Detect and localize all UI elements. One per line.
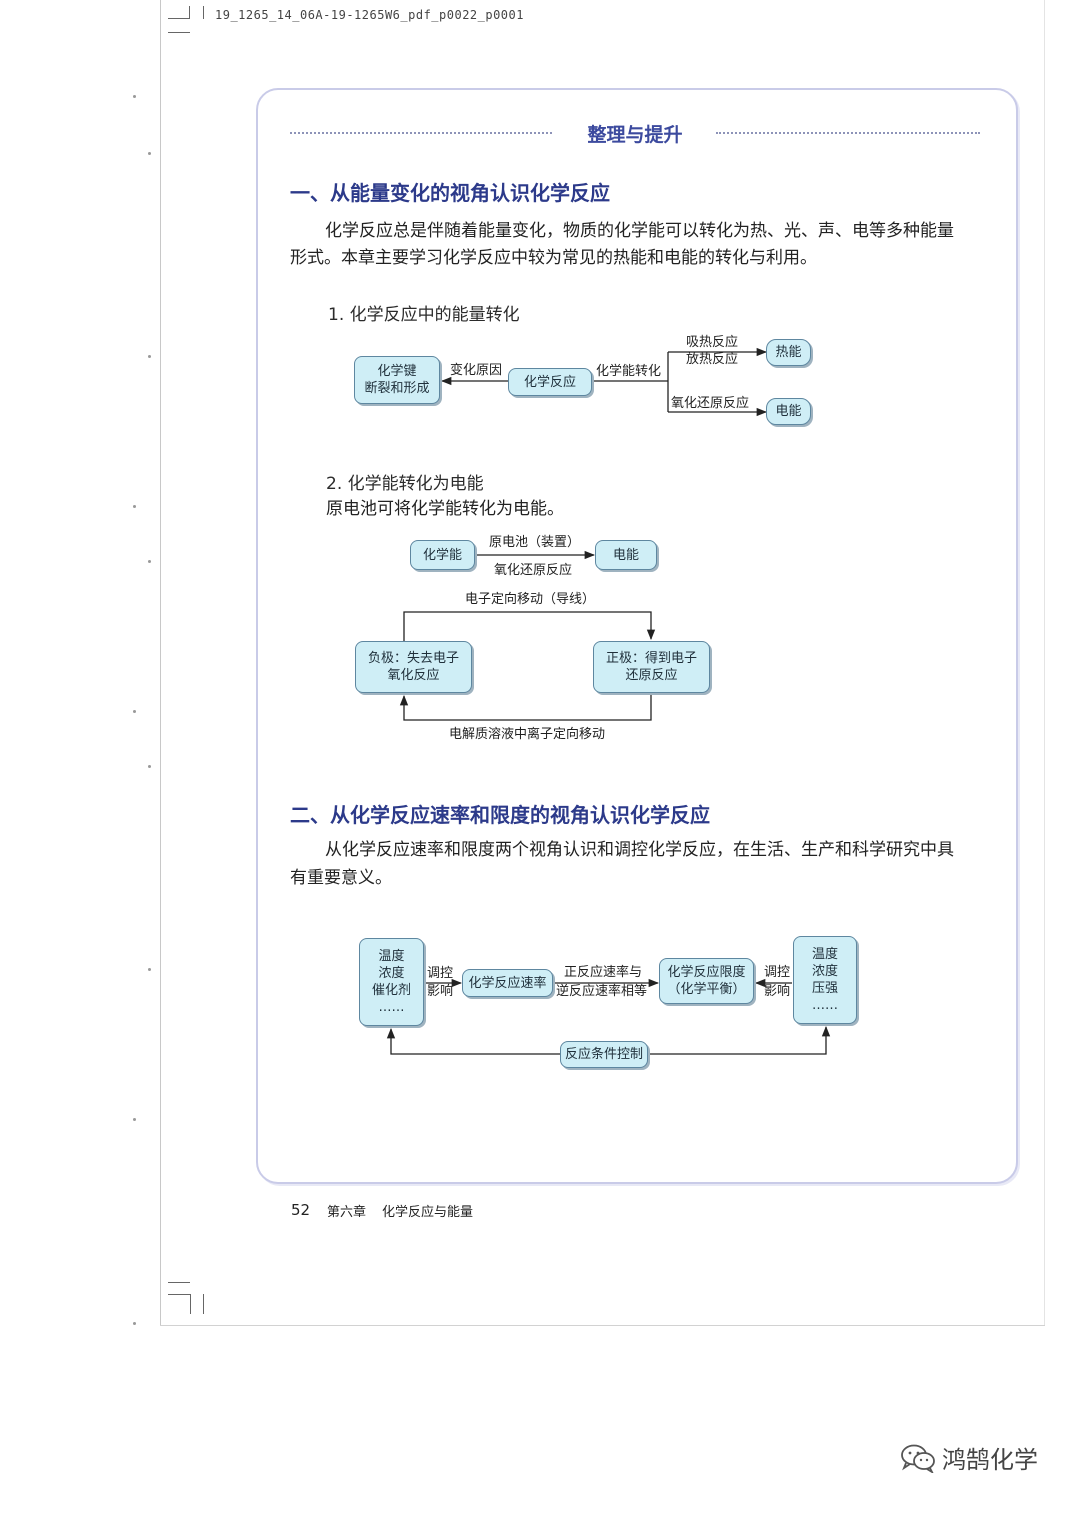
crop-mark-bottom-2 <box>168 1294 190 1295</box>
node-electric-energy-label: 电能 <box>775 404 802 419</box>
label-left-influence: 影响 <box>427 984 454 999</box>
node-positive-line2: 还原反应 <box>625 668 678 683</box>
watermark-text: 鸿鹄化学 <box>942 1446 1038 1474</box>
crop-mark-bottom-4 <box>203 1294 204 1314</box>
label-redox-reaction: 氧化还原反应 <box>494 563 573 578</box>
left-factor-ellipsis: …… <box>378 1000 405 1015</box>
banner-dotted-rule-right <box>716 132 980 134</box>
section-banner-title: 整理与提升 <box>587 124 683 146</box>
node-chemical-reaction-label: 化学反应 <box>523 374 576 390</box>
footer-chapter-title: 化学反应与能量 <box>382 1205 474 1220</box>
right-factor-pressure: 压强 <box>811 981 838 996</box>
page-edge-left <box>160 0 161 1326</box>
section2-heading: 二、从化学反应速率和限度的视角认识化学反应 <box>290 803 710 827</box>
section1-heading: 一、从能量变化的视角认识化学反应 <box>290 181 610 205</box>
page-number: 52 <box>291 1201 311 1219</box>
node-bond-breaking-forming: 化学键 断裂和形成 <box>354 356 440 404</box>
margin-dot <box>133 710 136 713</box>
label-exothermic: 放热反应 <box>686 352 739 367</box>
page-edge-right <box>1044 0 1045 1326</box>
label-galvanic-cell-device: 原电池（装置） <box>489 535 581 550</box>
margin-dot <box>133 1118 136 1121</box>
crop-mark-bottom-3 <box>190 1294 191 1314</box>
node-chemical-reaction: 化学反应 <box>508 368 592 396</box>
crop-mark-top-2 <box>189 6 190 19</box>
node-positive-electrode: 正极：得到电子 还原反应 <box>593 641 710 693</box>
node-electric-energy-2: 电能 <box>595 540 657 570</box>
margin-dot <box>133 505 136 508</box>
crop-mark-top-1 <box>168 18 190 19</box>
node-reaction-limit-line1: 化学反应限度 <box>667 965 746 980</box>
label-ion-directed-movement: 电解质溶液中离子定向移动 <box>449 727 606 742</box>
section1-paragraph-line1: 化学反应总是伴随着能量变化，物质的化学能可以转化为热、光、声、电等多种能量 <box>325 221 954 241</box>
node-electric-energy-2-label: 电能 <box>612 547 639 563</box>
label-reverse-rate-equal: 逆反应速率相等 <box>556 984 648 999</box>
subsection2-heading: 2. 化学能转化为电能 <box>326 474 484 494</box>
banner-dotted-rule-left <box>290 132 552 134</box>
margin-dot <box>148 968 151 971</box>
page-edge-bottom <box>160 1325 1045 1326</box>
node-condition-control: 反应条件控制 <box>560 1041 648 1068</box>
margin-dot <box>133 1322 136 1325</box>
margin-dot <box>148 560 151 563</box>
left-factor-catalyst: 催化剂 <box>371 983 411 998</box>
right-factor-ellipsis: …… <box>812 998 838 1013</box>
node-negative-line2: 氧化反应 <box>387 668 440 683</box>
section2-paragraph-line1: 从化学反应速率和限度两个视角认识和调控化学反应，在生活、生产和科学研究中具 <box>325 840 954 860</box>
label-right-regulate: 调控 <box>764 965 791 980</box>
label-chemical-energy-conversion: 化学能转化 <box>596 364 662 379</box>
footer-chapter: 第六章 <box>327 1205 367 1220</box>
right-factor-temperature: 温度 <box>811 947 838 962</box>
margin-dot <box>148 765 151 768</box>
node-chemical-energy-label: 化学能 <box>422 547 462 563</box>
node-reaction-rate-label: 化学反应速率 <box>468 975 547 991</box>
section2-paragraph-line2: 有重要意义。 <box>290 868 392 888</box>
node-reaction-limit: 化学反应限度 （化学平衡） <box>659 958 754 1004</box>
node-electric-energy: 电能 <box>766 398 811 425</box>
node-bond-line1: 化学键 <box>377 364 417 379</box>
label-forward-rate: 正反应速率与 <box>564 965 643 980</box>
node-right-factors: 温度 浓度 压强 …… <box>793 936 857 1024</box>
node-negative-line1: 负极：失去电子 <box>367 651 459 666</box>
subsection1-heading: 1. 化学反应中的能量转化 <box>328 305 520 325</box>
margin-dot <box>148 152 151 155</box>
node-bond-line2: 断裂和形成 <box>364 381 430 396</box>
node-left-factors: 温度 浓度 催化剂 …… <box>359 938 424 1026</box>
label-left-regulate: 调控 <box>427 966 454 981</box>
label-change-cause: 变化原因 <box>450 363 503 378</box>
margin-dot <box>133 95 136 98</box>
crop-mark-bottom-1 <box>168 1282 190 1283</box>
left-factor-temperature: 温度 <box>378 949 405 964</box>
node-condition-control-label: 反应条件控制 <box>564 1047 643 1062</box>
node-reaction-rate: 化学反应速率 <box>462 969 553 997</box>
crop-mark-top-4 <box>203 6 204 19</box>
label-electron-directed-movement: 电子定向移动（导线） <box>465 592 596 607</box>
node-chemical-energy: 化学能 <box>410 540 475 570</box>
node-reaction-limit-line2: （化学平衡） <box>667 982 746 997</box>
crop-mark-top-3 <box>168 32 190 33</box>
section1-paragraph-line2: 形式。本章主要学习化学反应中较为常见的热能和电能的转化与利用。 <box>290 248 817 268</box>
left-factor-concentration: 浓度 <box>378 966 405 981</box>
wechat-icon <box>901 1444 935 1473</box>
margin-dot <box>148 355 151 358</box>
node-heat-energy-label: 热能 <box>775 345 802 360</box>
node-negative-electrode: 负极：失去电子 氧化反应 <box>355 641 472 693</box>
right-factor-concentration: 浓度 <box>811 964 838 979</box>
label-endothermic: 吸热反应 <box>686 335 739 350</box>
node-heat-energy: 热能 <box>766 339 811 366</box>
subsection2-text: 原电池可将化学能转化为电能。 <box>326 499 564 519</box>
label-redox: 氧化还原反应 <box>671 396 750 411</box>
label-right-influence: 影响 <box>764 984 791 999</box>
scan-header-code: 19_1265_14_06A-19-1265W6_pdf_p0022_p0001 <box>215 8 524 22</box>
node-positive-line1: 正极：得到电子 <box>605 651 697 666</box>
watermark: 鸿鹄化学 <box>900 1440 1038 1475</box>
